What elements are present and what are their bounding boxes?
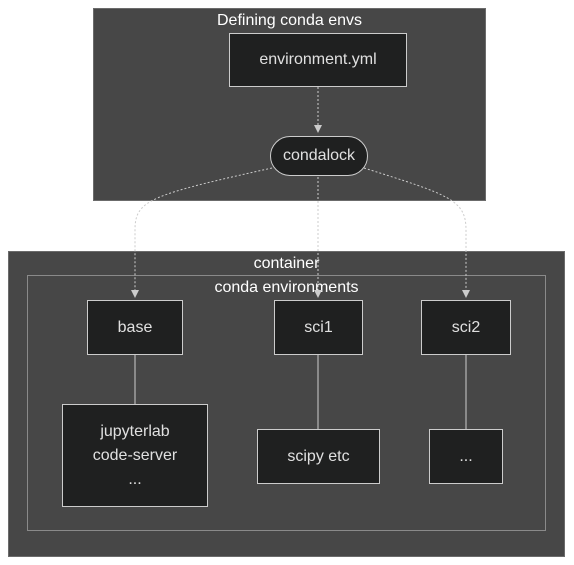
- cluster-title-defining: Defining conda envs: [217, 12, 362, 29]
- node-base: base: [87, 300, 183, 355]
- pkg-ellipsis: ...: [128, 470, 142, 488]
- cluster-title-conda-environments: conda environments: [214, 279, 359, 296]
- node-environment-yml: environment.yml: [229, 33, 407, 87]
- node-base-packages: jupyterlab code-server ...: [62, 404, 208, 507]
- pkg-jupyterlab: jupyterlab: [100, 422, 170, 440]
- node-sci2-packages: ...: [429, 429, 503, 484]
- node-sci1-packages: scipy etc: [257, 429, 380, 484]
- cluster-title-container: container: [253, 255, 320, 272]
- node-sci1: sci1: [274, 300, 363, 355]
- node-sci2: sci2: [421, 300, 511, 355]
- pkg-code-server: code-server: [92, 446, 178, 464]
- node-condalock: condalock: [270, 136, 368, 176]
